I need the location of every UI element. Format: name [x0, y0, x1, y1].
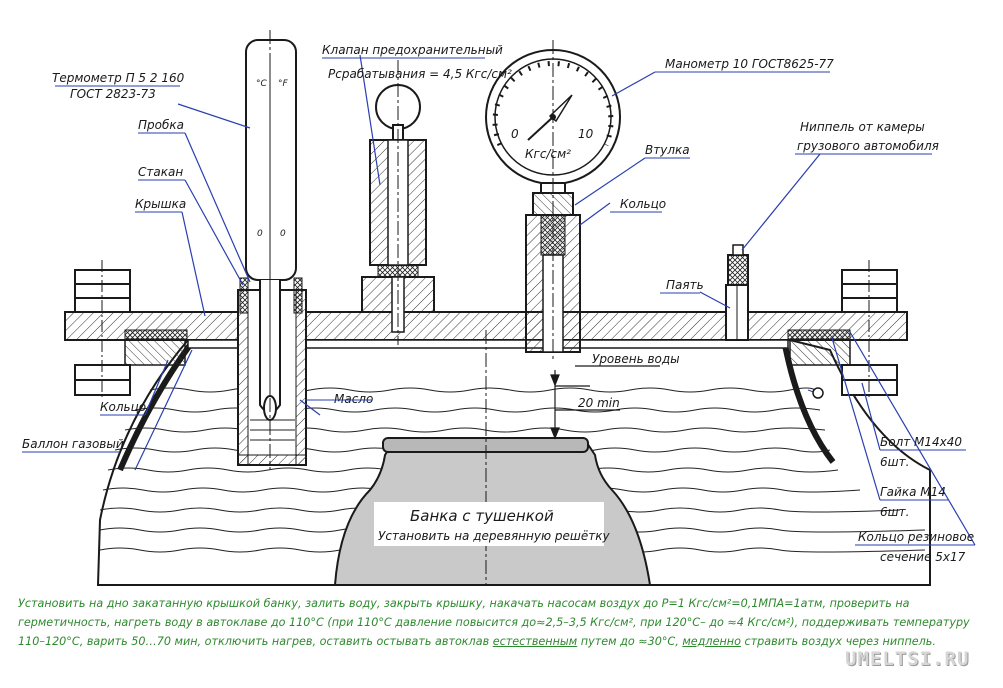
label-stopper: Пробка [138, 118, 184, 132]
label-nipple-2: грузового автомобиля [797, 139, 939, 153]
label-gas-cylinder: Баллон газовый [22, 437, 124, 451]
thermo-unit-c: °C [256, 79, 268, 89]
label-gap: 20 min [578, 396, 620, 410]
jar-label-backdrop [374, 502, 604, 546]
thermo-unit-f: °F [278, 79, 289, 89]
label-bolt-qty: 6шт. [880, 455, 909, 469]
label-thermometer-2: ГОСТ 2823-73 [70, 87, 156, 101]
leader-lines [134, 54, 976, 546]
gas-cylinder-valve-dot [812, 387, 824, 399]
instructions-underline-natural: естественным [492, 635, 578, 648]
instructions-part2: путем до ≈30°С, [577, 635, 683, 648]
label-oil: Масло [334, 392, 373, 406]
label-water-level: Уровень воды [592, 352, 680, 366]
label-ring-left: Кольцо [100, 400, 146, 414]
label-jar-note: Установить на деревянную решётку [378, 529, 610, 543]
instructions-text: Установить на дно закатанную крышкой бан… [18, 594, 993, 651]
label-rubber-ring-2: сечение 5х17 [880, 550, 966, 564]
watermark: UMELTSI.RU [845, 648, 970, 670]
label-bolt: Болт М14х40 [880, 435, 962, 449]
label-jar-title: Банка с тушенкой [410, 507, 554, 525]
gauge-max: 10 [578, 127, 594, 141]
gauge-min: 0 [511, 127, 519, 141]
label-bushing: Втулка [645, 143, 690, 157]
label-nut: Гайка М14 [880, 485, 946, 499]
label-thermometer-1: Термометр П 5 2 160 [52, 71, 185, 85]
instructions-part1: Установить на дно закатанную крышкой бан… [18, 597, 970, 648]
label-valve: Клапан предохранительный [322, 43, 503, 57]
label-valve-pressure: Pсрабатывания = 4,5 Кгс/см² [328, 67, 512, 81]
label-nipple-1: Ниппель от камеры [800, 120, 925, 134]
label-solder: Паять [666, 278, 704, 292]
label-lid: Крышка [135, 197, 186, 211]
water-level-dimension [550, 365, 660, 440]
label-rubber-ring-1: Кольцо резиновое [858, 530, 974, 544]
label-nut-qty: 6шт. [880, 505, 909, 519]
instructions-part3: стравить воздух через ниппель. [740, 635, 936, 648]
label-ring-right: Кольцо [620, 197, 666, 211]
thermo-mark-f: 0 [280, 229, 286, 239]
thermo-mark-c: 0 [257, 229, 263, 239]
gauge-unit: Кгс/см² [525, 147, 571, 161]
bolt-left [74, 260, 131, 400]
label-manometer: Манометр 10 ГОСТ8625-77 [665, 57, 834, 71]
instructions-underline-slowly: медленно [682, 635, 741, 648]
nipple [725, 244, 749, 341]
label-cup: Стакан [138, 165, 183, 179]
